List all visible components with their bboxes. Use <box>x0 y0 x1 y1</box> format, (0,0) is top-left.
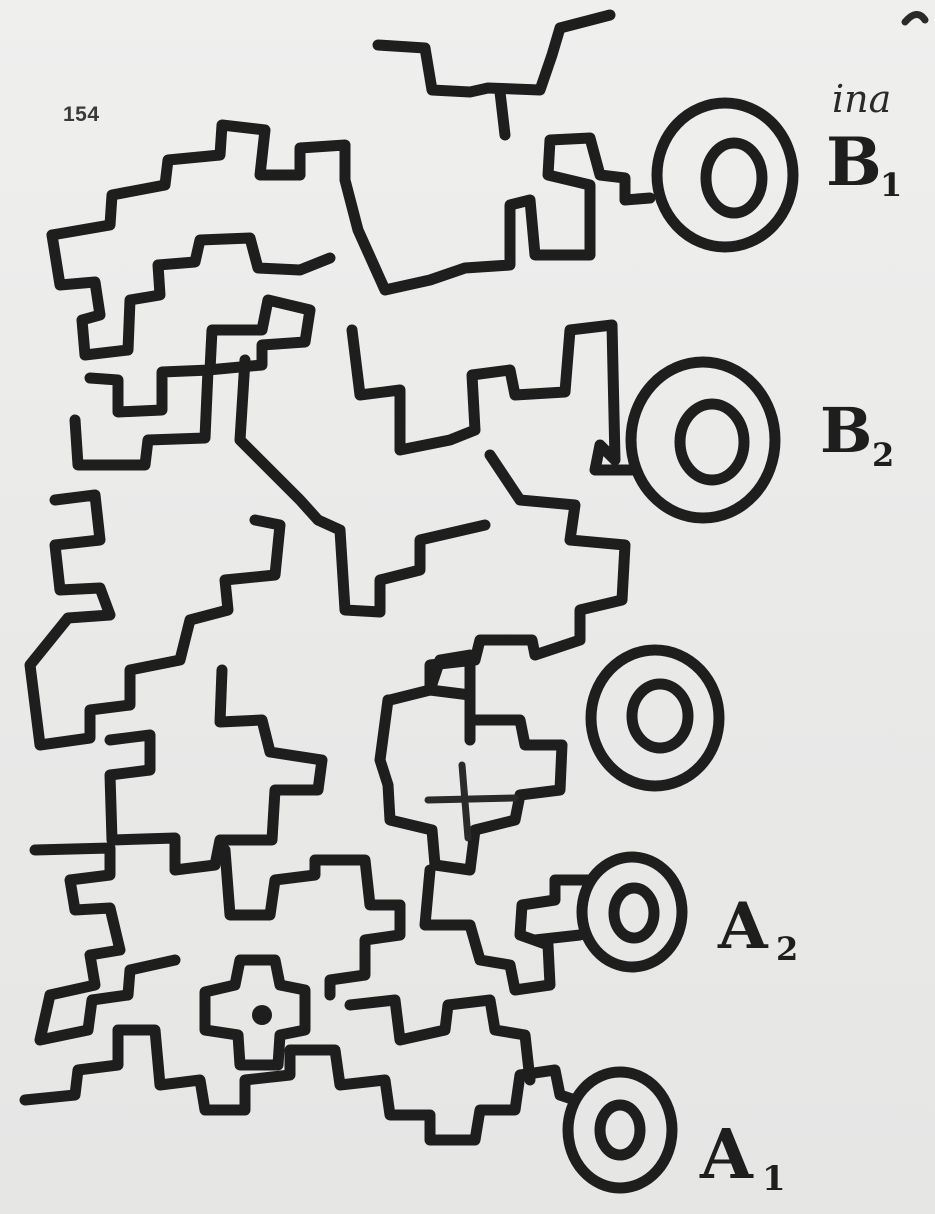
meander-lower-mid <box>225 850 400 995</box>
meander-bottom-row <box>25 1030 575 1140</box>
handwritten-note: ina <box>832 77 891 121</box>
target-circle-a1 <box>568 1072 672 1188</box>
label-a2: A <box>717 889 769 964</box>
label-a2-sub: 2 <box>776 930 798 968</box>
meander-lower-left <box>35 848 175 1040</box>
label-a1: A <box>699 1115 754 1195</box>
label-b2: B <box>820 394 872 467</box>
top-connector-line <box>378 15 610 92</box>
meander-top-row <box>52 125 650 290</box>
meander-top-left-return <box>52 235 330 355</box>
connector-a2 <box>535 935 580 940</box>
meander-bottom-upper <box>350 1000 530 1080</box>
label-b2-sub: 2 <box>872 436 894 474</box>
target-circle-a2 <box>582 857 682 967</box>
label-a1-sub: 1 <box>762 1159 786 1199</box>
meander-second-row-right <box>352 325 632 470</box>
target-circle-b1 <box>657 103 793 247</box>
label-b1: B <box>826 123 882 201</box>
meander-middle-lower-left <box>110 670 322 870</box>
top-connector-stem <box>500 92 505 135</box>
meander-lower-right <box>425 870 590 990</box>
target-circle-middle <box>591 650 719 786</box>
meander-middle-left <box>30 495 280 745</box>
label-b1-sub: 1 <box>880 166 902 204</box>
handwritten-fragment <box>905 14 925 22</box>
target-circle-b2 <box>631 362 775 518</box>
meander-second-row-left <box>75 300 310 465</box>
